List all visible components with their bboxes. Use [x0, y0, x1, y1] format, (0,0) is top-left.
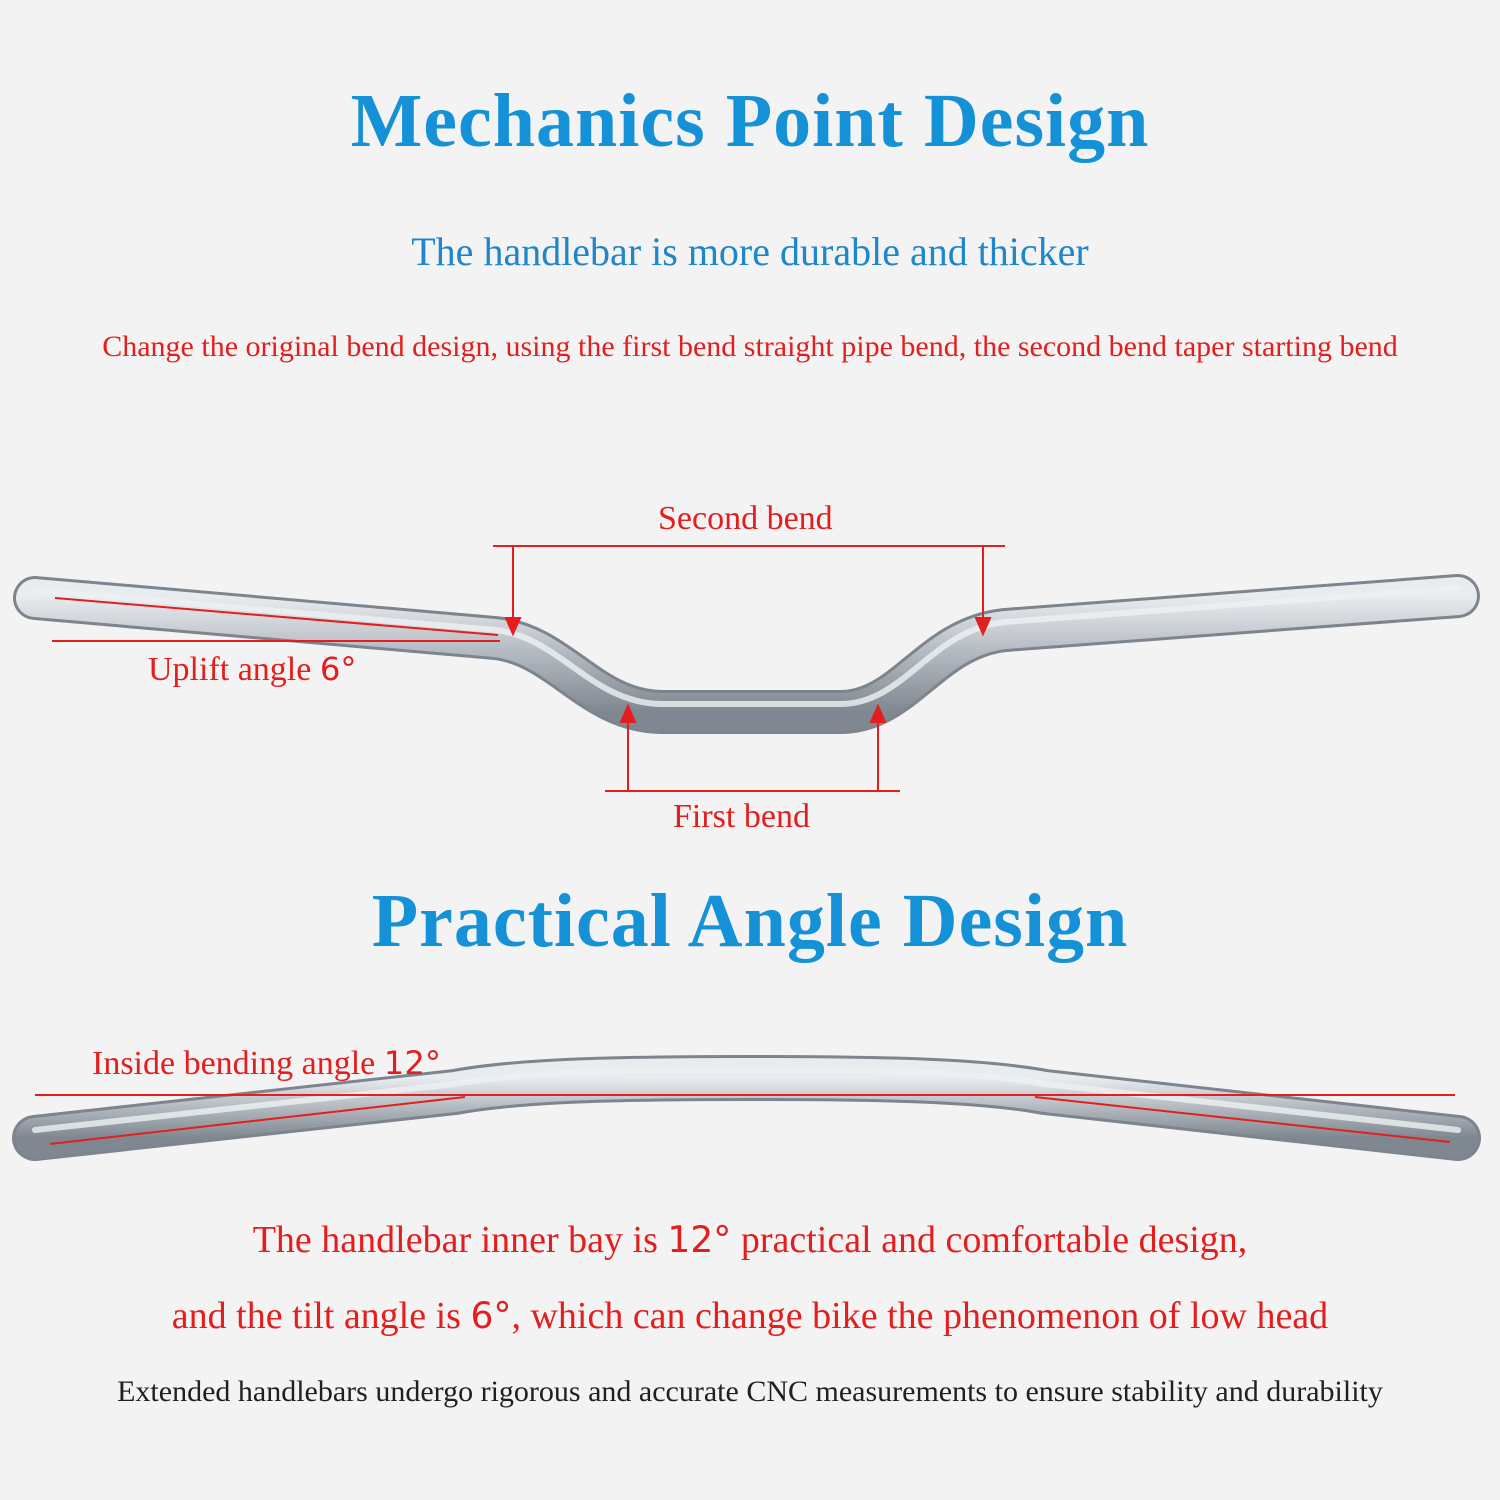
- handlebar-bottom: [12, 1054, 1481, 1161]
- uplift-angle-text: Uplift angle: [148, 651, 312, 688]
- tilt-angle-value: 6°: [470, 1295, 512, 1337]
- first-bend-label: First bend: [673, 798, 810, 835]
- inner-bay-angle-value: 12°: [667, 1219, 732, 1261]
- description-line-1: The handlebar inner bay is 12° practical…: [0, 1218, 1500, 1262]
- description-line-2: and the tilt angle is 6°, which can chan…: [0, 1294, 1500, 1338]
- section-title: Practical Angle Design: [371, 879, 1129, 963]
- uplift-angle-label: Uplift angle 6°: [148, 650, 357, 689]
- inside-angle-value: 12°: [383, 1044, 442, 1082]
- handlebar-top: [13, 574, 1480, 734]
- footer-text: Extended handlebars undergo rigorous and…: [117, 1375, 1383, 1408]
- subtitle: The handlebar is more durable and thicke…: [411, 229, 1089, 274]
- description-line-2-end: , which can change bike the phenomenon o…: [511, 1295, 1329, 1337]
- main-title: Mechanics Point Design: [350, 79, 1150, 163]
- bend-description: Change the original bend design, using t…: [102, 330, 1398, 363]
- inside-angle-marker: [35, 1094, 1455, 1145]
- description-line-1-start: The handlebar inner bay is: [252, 1219, 668, 1261]
- description-line-1-end: practical and comfortable design,: [731, 1219, 1248, 1261]
- second-bend-marker: [493, 545, 1005, 637]
- second-bend-label: Second bend: [658, 500, 833, 537]
- uplift-angle-value: 6°: [319, 650, 357, 688]
- handlebar-top-diagram: [12, 1054, 1481, 1161]
- inside-angle-label: Inside bending angle 12°: [92, 1044, 441, 1083]
- first-bend-marker: [605, 703, 900, 792]
- description-line-2-start: and the tilt angle is: [171, 1295, 471, 1337]
- handlebar-front-diagram: [13, 545, 1480, 792]
- inside-angle-text: Inside bending angle: [92, 1045, 376, 1082]
- uplift-angle-marker: [52, 597, 500, 642]
